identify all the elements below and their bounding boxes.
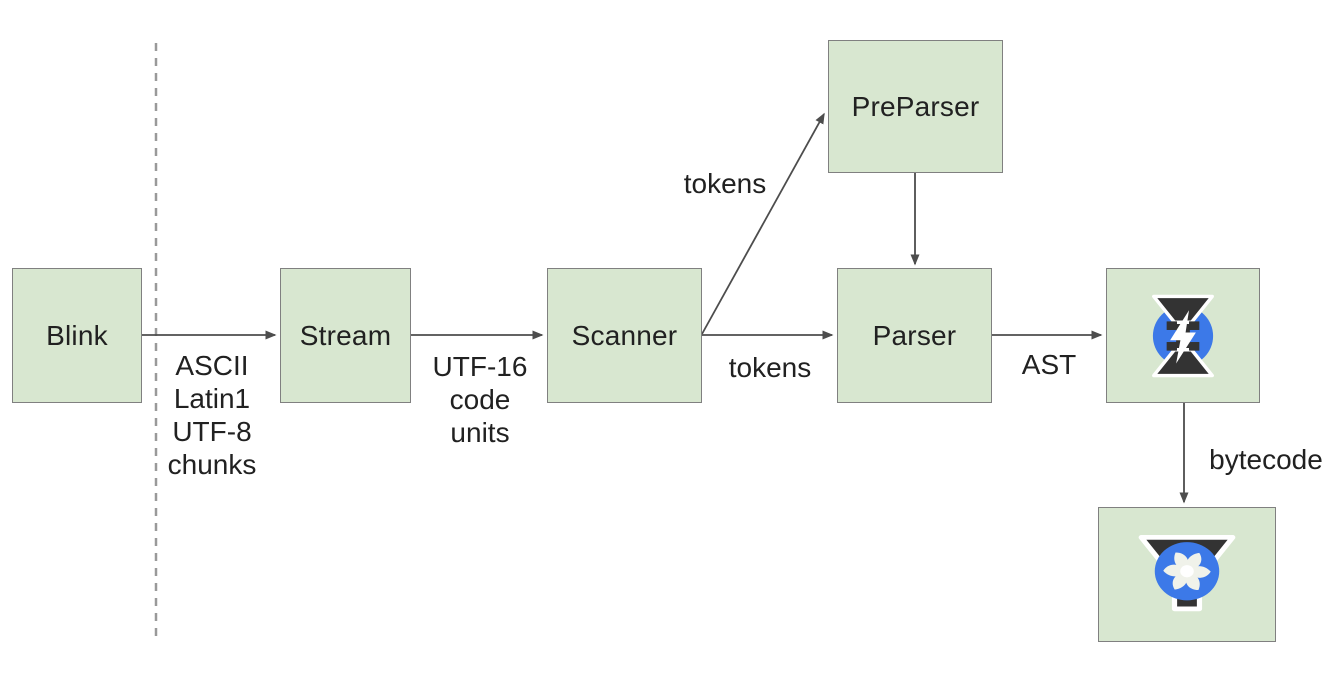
edge-label-ast: AST [1021,349,1077,380]
fan-blades [1163,551,1211,590]
node-turbofan [1098,507,1276,642]
node-preparser: PreParser [828,40,1003,173]
node-preparser-label: PreParser [851,90,980,122]
node-stream-label: Stream [299,319,392,351]
node-blink-label: Blink [46,319,108,351]
node-parser: Parser [837,268,992,403]
turbofan-logo-icon [1138,534,1236,611]
node-scanner: Scanner [547,268,702,403]
node-parser-label: Parser [872,319,957,351]
edge-label-encoding-chunks: ASCII Latin1 UTF-8 chunks [167,350,257,480]
node-ignition [1106,268,1260,403]
edge-label-tokens-to-preparser: tokens [683,168,767,199]
edge-label-tokens-to-parser: tokens [728,352,812,383]
edge-label-bytecode: bytecode [1209,444,1323,475]
node-scanner-label: Scanner [571,319,678,351]
edge-scanner-to-preparser [701,112,825,335]
node-blink: Blink [12,268,142,403]
ignition-logo-icon [1152,294,1214,377]
edge-label-utf16-code-units: UTF-16 code units [432,351,528,448]
node-stream: Stream [280,268,411,403]
